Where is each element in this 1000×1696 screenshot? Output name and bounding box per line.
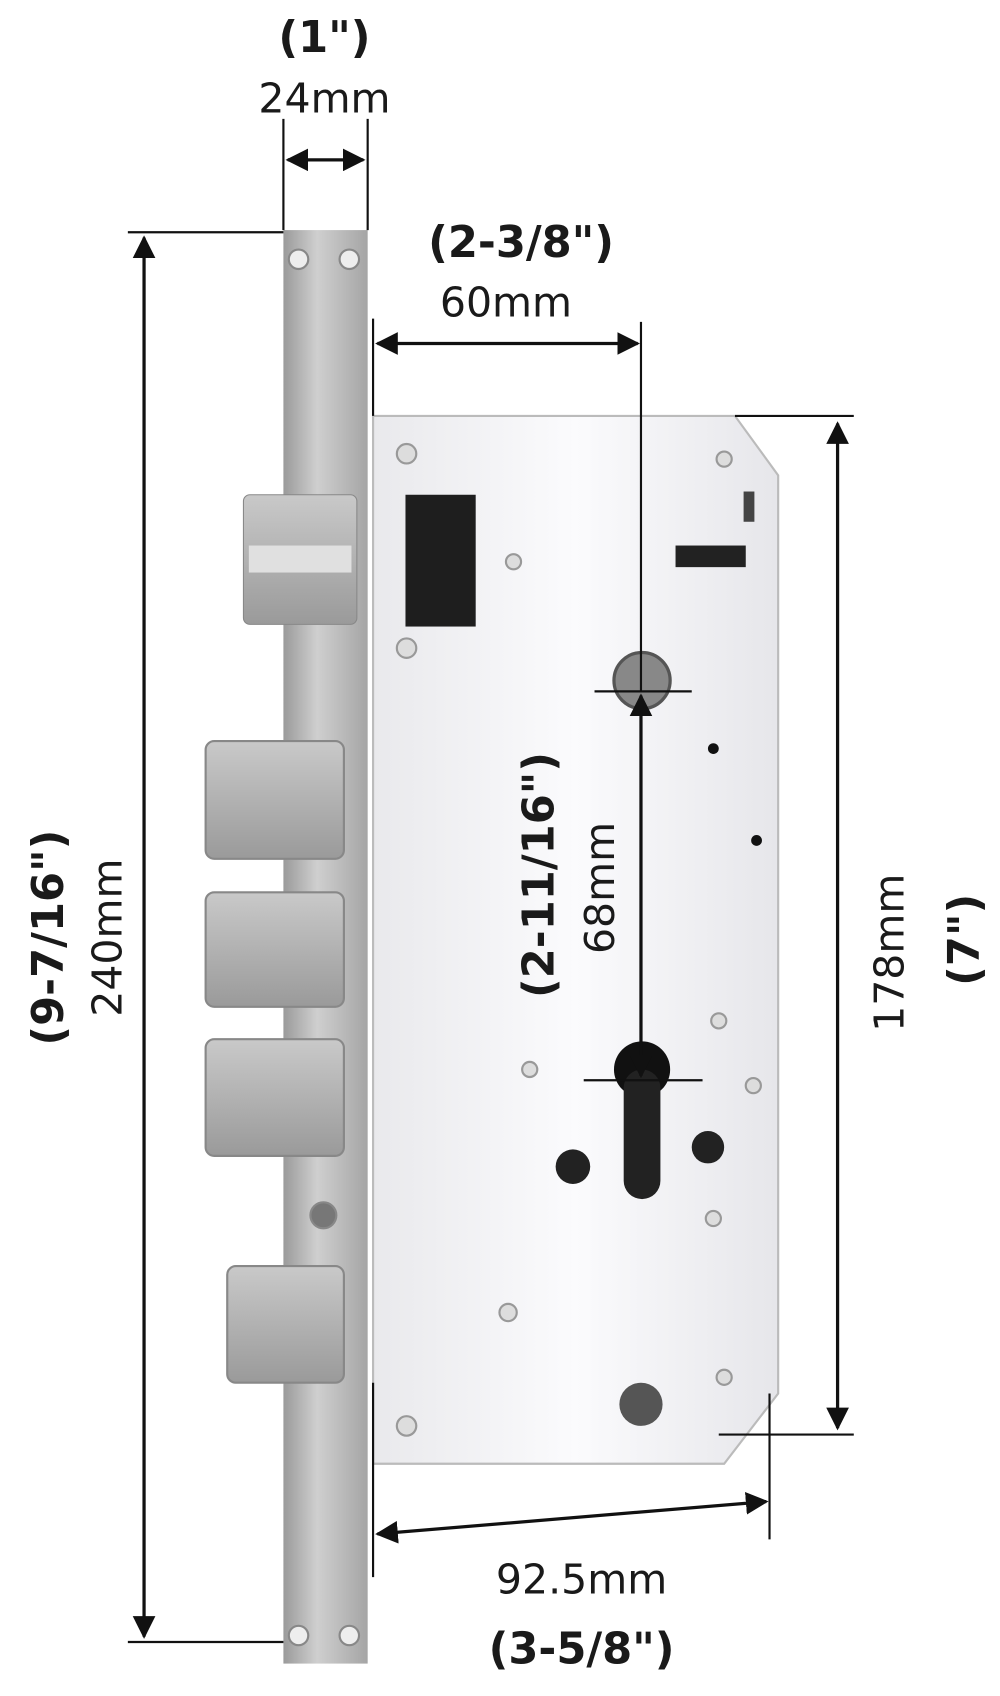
case-depth-imperial: (3-5/8"): [489, 1625, 675, 1675]
screw-hole-icons: [287, 248, 361, 1647]
backset-metric: 60mm: [440, 279, 572, 327]
faceplate-width-metric: 24mm: [258, 74, 390, 122]
case-depth-metric: 92.5mm: [496, 1555, 667, 1603]
center-distance-imperial: (2-11/16"): [514, 752, 564, 998]
backset-imperial: (2-3/8"): [428, 218, 614, 268]
faceplate-width-imperial: (1"): [278, 13, 370, 63]
case-height-metric: 178mm: [865, 874, 913, 1032]
latch-bolt: [242, 494, 358, 625]
center-distance-metric: 68mm: [576, 822, 624, 954]
faceplate-length-imperial: (9-7/16"): [24, 830, 74, 1046]
screw-icons: [395, 442, 762, 1437]
faceplate-length-metric: 240mm: [83, 859, 131, 1017]
dimension-lines: [127, 118, 854, 1644]
deadbolts: [204, 739, 345, 1384]
case-height-imperial: (7"): [940, 894, 990, 986]
